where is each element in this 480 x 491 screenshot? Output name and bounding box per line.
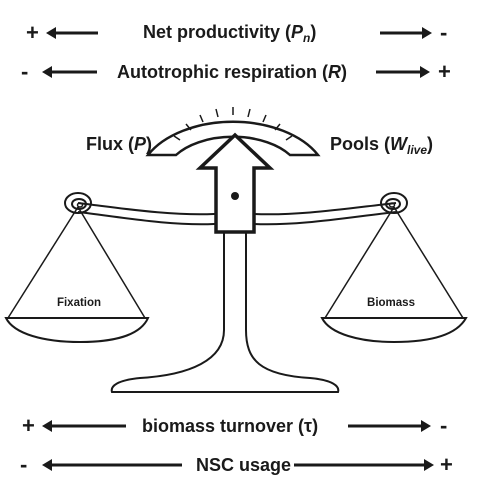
biomass-turnover-label: biomass turnover (τ) <box>142 416 318 436</box>
right-pan: Biomass <box>320 206 468 344</box>
left-arrow-icon <box>42 66 97 78</box>
pools-label: Pools (Wlive) <box>330 134 433 157</box>
up-arrow-icon <box>195 132 275 234</box>
left-pan: Fixation <box>4 206 150 344</box>
fixation-label: Fixation <box>57 297 101 309</box>
left-arrow-icon <box>42 459 182 471</box>
right-arrow-icon <box>380 27 432 39</box>
pivot-dot <box>231 192 239 200</box>
gauge-ticks <box>173 107 293 141</box>
net-productivity-label: Net productivity (Pn) <box>143 22 316 45</box>
nsc-usage-left-sign: - <box>20 452 27 477</box>
gauge-dial <box>145 107 321 157</box>
right-spiral-icon <box>380 192 408 214</box>
left-spiral-icon <box>64 192 92 214</box>
biomass-turnover-right-sign: - <box>440 413 447 438</box>
right-arrow-icon <box>348 420 431 432</box>
net-productivity-right-sign: - <box>440 20 447 45</box>
autotrophic-respiration-right-sign: + <box>438 59 451 84</box>
net-productivity-row: + Net productivity (Pn) - <box>26 20 447 45</box>
autotrophic-respiration-row: - Autotrophic respiration (R) + <box>21 59 451 84</box>
biomass-label: Biomass <box>367 297 415 309</box>
left-arrow-icon <box>42 420 126 432</box>
nsc-usage-label: NSC usage <box>196 455 291 475</box>
autotrophic-respiration-left-sign: - <box>21 59 28 84</box>
biomass-turnover-left-sign: + <box>22 413 35 438</box>
right-arrow-icon <box>376 66 430 78</box>
biomass-turnover-row: + biomass turnover (τ) - <box>22 413 447 438</box>
flux-label: Flux (P) <box>86 134 152 154</box>
nsc-usage-right-sign: + <box>440 452 453 477</box>
right-arrow-icon <box>294 459 434 471</box>
nsc-usage-row: - NSC usage + <box>20 452 453 477</box>
net-productivity-left-sign: + <box>26 20 39 45</box>
balance-stand <box>110 224 340 393</box>
left-arrow-icon <box>46 27 98 39</box>
autotrophic-respiration-label: Autotrophic respiration (R) <box>117 62 347 82</box>
